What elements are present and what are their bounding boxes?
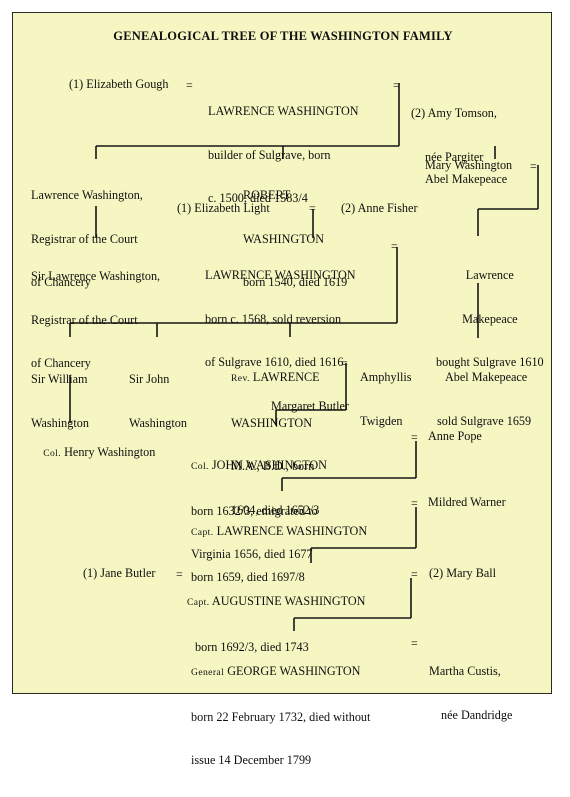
person-detail: born 1540, died 1619 [243, 275, 348, 289]
person-detail: c. 1500, died 1583/4 [208, 191, 308, 205]
person-detail: Registrar of the Court [31, 231, 138, 246]
person-detail: Abel Makepeace [445, 370, 528, 384]
marriage-sign: = [411, 567, 418, 581]
person-name: ROBERT [243, 188, 291, 202]
person-detail: Washington [31, 415, 89, 430]
person-lawrence-washington-1500: LAWRENCE WASHINGTON builder of Sulgrave,… [208, 75, 359, 235]
person-detail: Virginia 1656, died 1677 [191, 547, 313, 561]
person-sir-william-washington: Sir William Washington [31, 343, 89, 459]
person-mildred-warner: Mildred Warner [428, 495, 506, 509]
person-detail: M.A., B.D., born [231, 459, 315, 473]
person-detail: Sir John [129, 372, 170, 386]
person-name: LAWRENCE WASHINGTON [216, 524, 368, 538]
person-amy-tomson: (2) Amy Tomson, née Pargiter [411, 77, 497, 193]
person-name: WASHINGTON [243, 231, 325, 246]
person-mary-washington: Mary Washington [425, 158, 513, 172]
person-name: GEORGE WASHINGTON [227, 664, 361, 678]
person-name: AUGUSTINE WASHINGTON [211, 594, 366, 608]
person-detail: of Sulgrave 1610, died 1616 [205, 355, 344, 369]
marriage-sign: = [393, 78, 400, 92]
person-mary-ball: (2) Mary Ball [429, 566, 497, 580]
person-name: (2) Amy Tomson, [411, 106, 497, 120]
person-detail: Makepeace [462, 311, 518, 326]
person-lawrence-washington-1568: LAWRENCE WASHINGTON born c. 1568, sold r… [205, 239, 356, 442]
marriage-sign: = [530, 159, 537, 173]
person-detail: Registrar of the Court [31, 312, 138, 327]
person-col-john-washington: Col. JOHN WASHINGTON born 1632/3, emigra… [191, 429, 327, 591]
person-name: LAWRENCE WASHINGTON [205, 268, 356, 282]
person-name: Henry Washington [64, 444, 156, 459]
person-name: LAWRENCE [252, 370, 320, 384]
marriage-sign: = [309, 201, 316, 215]
marriage-sign: = [341, 356, 348, 370]
person-title: General [191, 667, 225, 678]
person-detail: 1604, died 1652/3 [231, 502, 320, 517]
person-detail: born 1692/3, died 1743 [195, 639, 309, 654]
person-detail: Twigden [360, 413, 403, 428]
person-name: Martha Custis, [429, 664, 501, 678]
person-amphyllis-twigden: Amphyllis Twigden [360, 341, 411, 457]
person-detail: bought Sulgrave 1610 [436, 355, 544, 369]
person-detail: Sir Lawrence Washington, [31, 269, 161, 283]
marriage-sign: = [391, 239, 398, 253]
person-capt-lawrence-washington: Capt. LAWRENCE WASHINGTON born 1659, die… [191, 495, 367, 613]
person-detail: née Pargiter [425, 149, 484, 164]
person-detail: born 22 February 1732, died without [191, 709, 371, 724]
marriage-sign: = [411, 636, 418, 650]
person-col-henry-washington: Col. Henry Washington [31, 430, 155, 476]
person-margaret-butler: Margaret Butler [271, 398, 349, 413]
person-elizabeth-gough: (1) Elizabeth Gough [69, 77, 169, 91]
person-detail: Amphyllis [360, 370, 412, 384]
person-detail: born c. 1568, sold reversion [205, 311, 342, 326]
person-lawrence-makepeace: Lawrence Makepeace bought Sulgrave 1610 [436, 239, 544, 399]
person-title: Capt. [187, 597, 210, 608]
person-anne-fisher: (2) Anne Fisher [341, 201, 418, 215]
person-elizabeth-light: (1) Elizabeth Light [177, 201, 270, 215]
person-robert-washington: ROBERT WASHINGTON born 1540, died 1619 [243, 159, 347, 319]
person-detail: sold Sulgrave 1659 [437, 413, 532, 428]
person-detail: builder of Sulgrave, born [208, 147, 331, 162]
tree-connector-lines [69, 83, 539, 631]
marriage-sign: = [176, 567, 183, 581]
person-name: WASHINGTON [231, 415, 313, 430]
person-detail: Lawrence [465, 268, 514, 282]
person-abel-makepeace-sold: Abel Makepeace sold Sulgrave 1659 [437, 341, 531, 457]
person-anne-pope: Anne Pope [428, 429, 482, 443]
person-name: JOHN WASHINGTON [211, 458, 327, 472]
person-detail: née Dandridge [441, 707, 513, 722]
marriage-sign: = [186, 78, 193, 92]
person-detail: Lawrence Washington, [31, 188, 143, 202]
marriage-sign: = [411, 430, 418, 444]
person-detail: Sir William [31, 372, 88, 386]
person-detail: born 1659, died 1697/8 [191, 569, 305, 584]
person-title: Col. [191, 461, 209, 472]
person-detail: of Chancery [31, 275, 91, 289]
person-name: LAWRENCE WASHINGTON [208, 104, 359, 118]
person-title: Rev. [231, 373, 250, 384]
person-martha-custis: Martha Custis, née Dandridge [429, 635, 512, 751]
genealogy-panel: GENEALOGICAL TREE OF THE WASHINGTON FAMI… [12, 12, 552, 767]
diagram-title: GENEALOGICAL TREE OF THE WASHINGTON FAMI… [113, 29, 453, 43]
person-title: Col. [43, 447, 62, 459]
person-lawrence-washington-registrar: Lawrence Washington, Registrar of the Co… [31, 159, 143, 319]
person-detail: Washington [129, 415, 187, 430]
person-detail: born 1632/3, emigrated to [191, 503, 318, 518]
person-sir-john-washington: Sir John Washington [129, 343, 187, 459]
person-abel-makepeace: Abel Makepeace [425, 172, 508, 186]
person-detail: issue 14 December 1799 [191, 753, 312, 767]
marriage-sign: = [411, 496, 418, 510]
person-title: Capt. [191, 527, 214, 538]
person-sir-lawrence-washington: Sir Lawrence Washington, Registrar of th… [31, 240, 160, 400]
person-detail: of Chancery [31, 356, 91, 370]
person-jane-butler: (1) Jane Butler [83, 566, 156, 580]
person-capt-augustine-washington: Capt. AUGUSTINE WASHINGTON born 1692/3, … [187, 565, 366, 683]
person-general-george-washington: General GEORGE WASHINGTON born 22 Februa… [191, 635, 370, 797]
person-rev-lawrence-washington: Rev. LAWRENCE WASHINGTON M.A., B.D., bor… [231, 341, 320, 546]
